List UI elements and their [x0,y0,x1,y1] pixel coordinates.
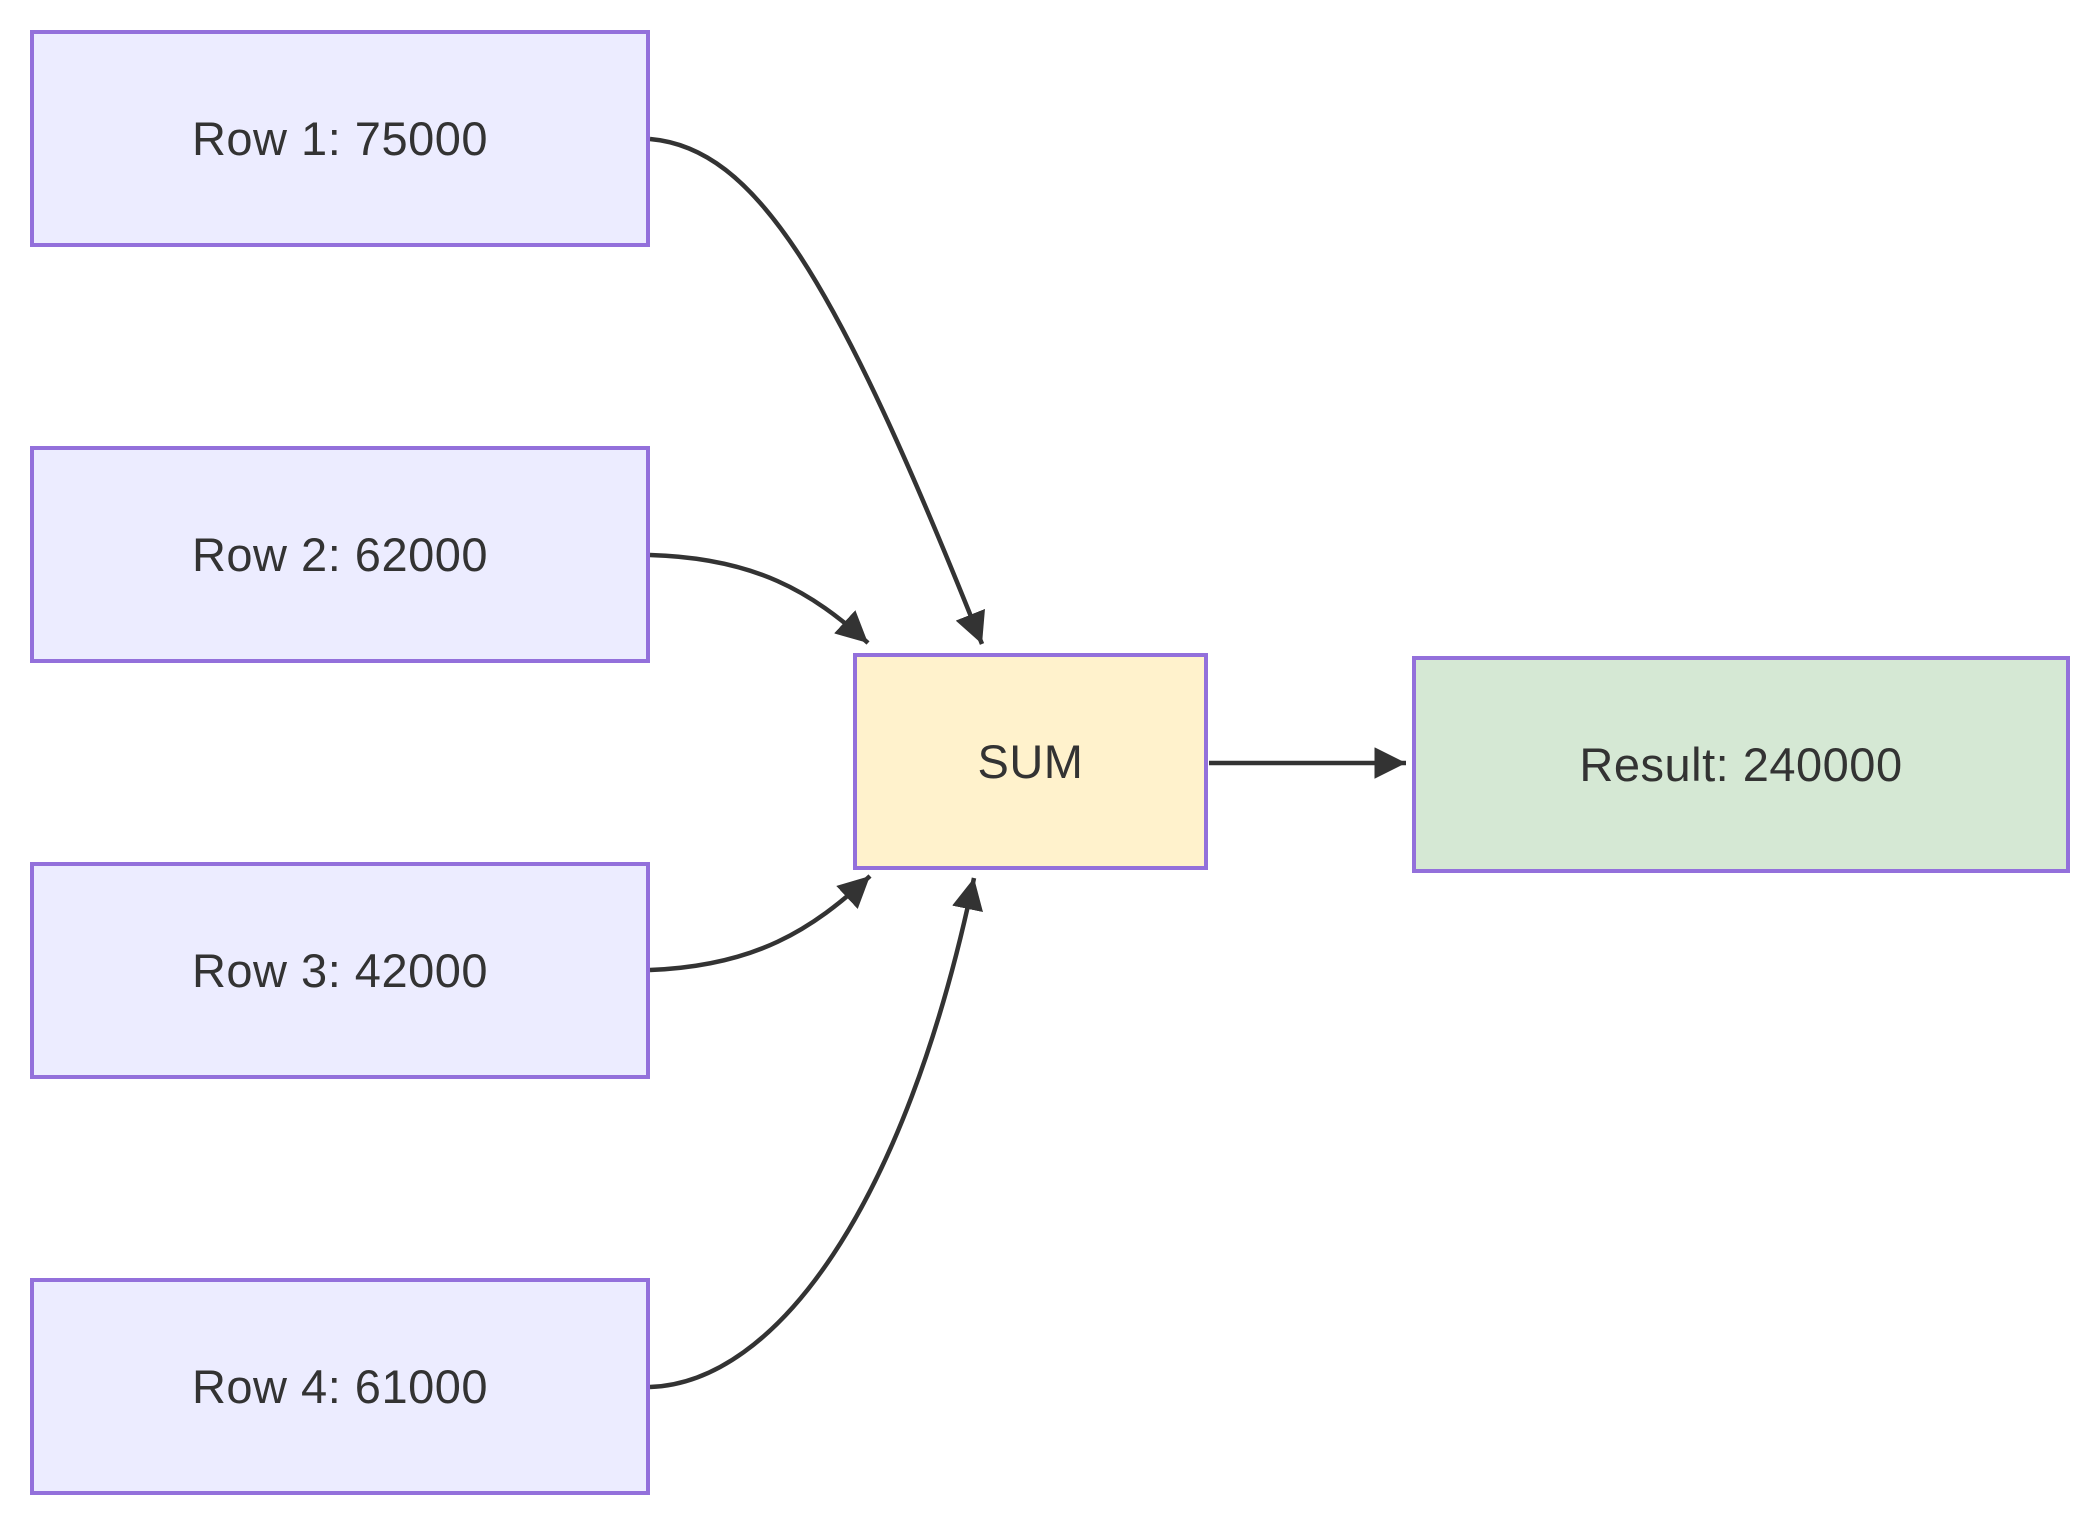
node-sum-label: SUM [977,735,1084,788]
node-sum-operator: SUM [853,653,1208,870]
node-row3-label: Row 3: 42000 [191,944,489,997]
node-row2: Row 2: 62000 [30,446,650,663]
node-row1: Row 1: 75000 [30,30,650,247]
edge-row2-to-sum [649,552,870,645]
node-row4: Row 4: 61000 [30,1278,650,1495]
edge-row4-to-sum [649,877,983,1390]
edge-row3-to-sum [649,874,872,973]
edge-row1-to-sum [649,136,985,645]
node-row2-label: Row 2: 62000 [191,528,489,581]
node-row3: Row 3: 42000 [30,862,650,1079]
node-row4-label: Row 4: 61000 [191,1360,489,1413]
node-result: Result: 240000 [1412,656,2070,873]
node-result-label: Result: 240000 [1579,738,1903,791]
node-row1-label: Row 1: 75000 [191,112,489,165]
